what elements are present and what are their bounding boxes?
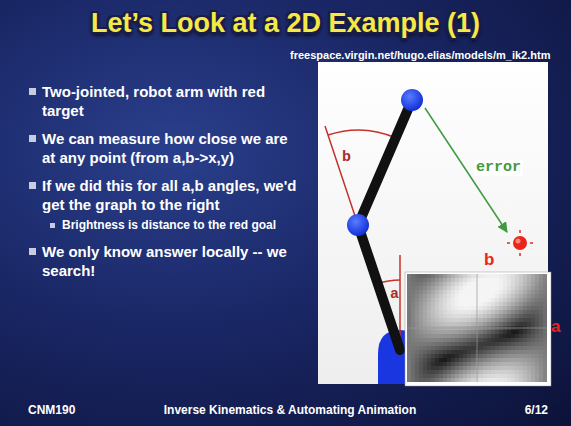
axis-label: a [551, 318, 560, 336]
bullet-marker [29, 248, 36, 255]
page-number: 6/12 [490, 403, 548, 417]
axis-label: b [484, 251, 494, 269]
bullet-text: We can measure how close we are at any p… [42, 129, 304, 167]
bullet-marker [29, 135, 36, 142]
footer-text: CNM190 [28, 403, 75, 417]
error-label: error [474, 160, 523, 176]
bullet-marker [29, 88, 36, 95]
bullet-text: Two-jointed, robot arm with red target [42, 82, 304, 120]
arm-joint [347, 214, 369, 236]
arm-segment [358, 100, 412, 225]
angle-reference-line [325, 126, 358, 225]
error-map [405, 272, 551, 386]
figure-panel [318, 62, 548, 384]
angle-label: b [342, 150, 351, 166]
red-target [507, 230, 533, 256]
source-url: freespace.virgin.net/hugo.elias/models/m… [290, 49, 549, 61]
angle-label: a [390, 287, 399, 303]
arm-end-joint [401, 89, 423, 111]
bullet-text: We only know answer locally -- we search… [42, 242, 304, 280]
bullet-text: If we did this for all a,b angles, we'd … [42, 176, 304, 214]
sub-bullet-text: Brightness is distance to the red goal [62, 218, 298, 233]
footer-text: Inverse Kinematics & Automating Animatio… [140, 403, 440, 417]
angle-arc [328, 130, 396, 138]
bullet-marker [29, 182, 36, 189]
slide-title: Let’s Look at a 2D Example (1) [0, 8, 571, 39]
bullet-marker [50, 223, 55, 228]
arm-segment [358, 225, 400, 350]
